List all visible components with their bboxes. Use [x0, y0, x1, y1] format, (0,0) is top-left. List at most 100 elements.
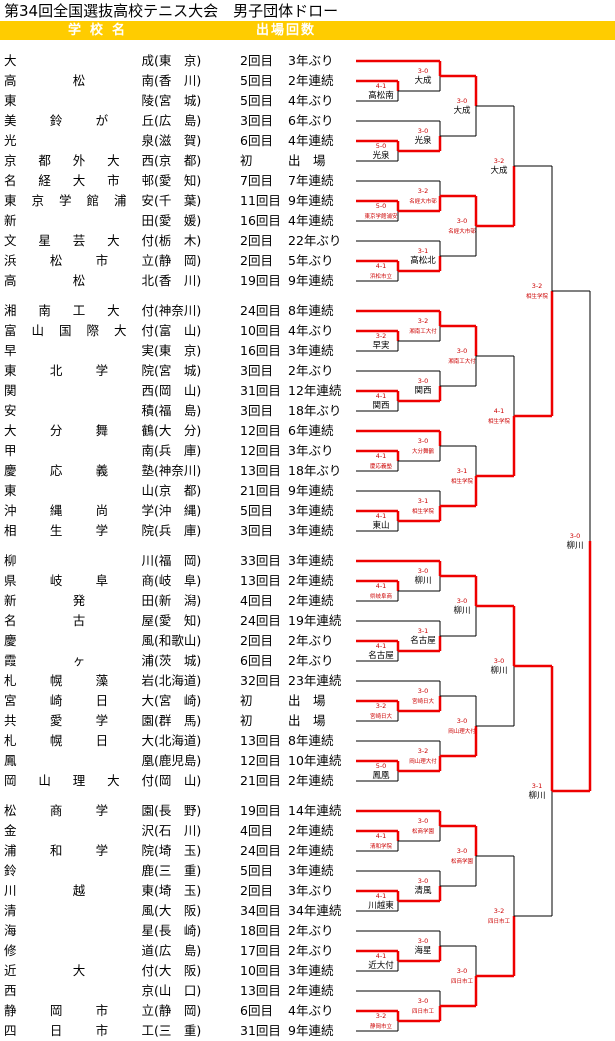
match-score: 3-2 — [494, 157, 505, 165]
appearance-count: 4回目 — [240, 593, 273, 608]
appearance-status: 4年連続 — [288, 213, 334, 228]
match-winner: 関西 — [372, 401, 389, 411]
table-header: 学校名 出場回数 — [0, 21, 615, 40]
school-prefecture: (岡 山) — [154, 383, 202, 398]
appearance-count: 3回目 — [240, 403, 273, 418]
appearance-status: 3年ぶり — [288, 443, 334, 458]
header-appearances: 出場回数 — [256, 23, 317, 38]
match-score: 5-0 — [376, 202, 387, 210]
match-winner: 光泉 — [414, 135, 432, 146]
school-name: 名経大市邨 — [4, 173, 154, 188]
list-item: 共愛学園(群 馬)初出 場 — [0, 711, 360, 731]
school-prefecture: (茨 城) — [154, 653, 202, 668]
match-score: 3-0 — [418, 937, 429, 945]
school-prefecture: (長 野) — [154, 803, 202, 818]
school-prefecture: (大 分) — [154, 423, 202, 438]
appearance-count: 5回目 — [240, 93, 273, 108]
match-winner: 四日市工 — [412, 1007, 435, 1015]
appearance-count: 6回目 — [240, 133, 273, 148]
school-prefecture: (福 島) — [154, 403, 202, 418]
match-score: 3-1 — [457, 467, 468, 475]
match-score: 5-0 — [376, 142, 387, 150]
match-winner: 早実 — [372, 340, 390, 351]
match-score: 3-0 — [418, 377, 429, 385]
match-winner: 岡山理大付 — [448, 727, 476, 735]
match-score: 3-2 — [418, 187, 429, 195]
match-winner: 宮崎日大 — [370, 712, 393, 720]
school-prefecture: (宮 城) — [154, 93, 202, 108]
match-score: 3-0 — [418, 997, 429, 1005]
match-winner: 湘南工大付 — [409, 327, 437, 335]
match-score: 5-0 — [376, 762, 387, 770]
match-winner: 大分舞鶴 — [412, 447, 435, 455]
school-prefecture: (北海道) — [154, 673, 202, 688]
match-score: 3-0 — [418, 877, 429, 885]
appearance-status: 2年連続 — [288, 773, 334, 788]
match-winner: 柳川 — [453, 605, 470, 616]
appearance-status: 14年連続 — [288, 803, 342, 818]
match-score: 4-1 — [376, 892, 387, 900]
appearance-count: 19回目 — [240, 803, 281, 818]
appearance-status: 6年ぶり — [288, 113, 334, 128]
match-winner: 相生学院 — [451, 477, 474, 485]
match-winner: 相生学院 — [488, 417, 511, 425]
school-prefecture: (長 崎) — [154, 923, 202, 938]
appearance-status: 3年連続 — [288, 523, 334, 538]
match-winner: 柳川 — [566, 540, 583, 551]
match-winner: 静岡市立 — [370, 1022, 393, 1030]
appearance-status: 3年連続 — [288, 503, 334, 518]
appearance-count: 31回目 — [240, 1023, 281, 1038]
appearance-count: 11回目 — [240, 193, 281, 208]
match-winner: 東山 — [372, 520, 389, 531]
school-name: 光泉 — [4, 133, 154, 148]
appearance-status: 4年連続 — [288, 133, 334, 148]
school-prefecture: (大 阪) — [154, 963, 202, 978]
match-score: 3-2 — [376, 702, 387, 710]
match-score: 3-0 — [418, 437, 429, 445]
appearance-count: 18回目 — [240, 923, 281, 938]
page-title: 第34回全国選抜高校テニス大会 男子団体ドロー — [4, 2, 339, 20]
match-score: 3-0 — [418, 67, 429, 75]
match-winner: 四日市工 — [488, 917, 511, 925]
school-name: 宮崎日大 — [4, 693, 154, 708]
match-score: 3-0 — [457, 597, 468, 605]
match-winner: 柳川 — [490, 665, 507, 676]
match-winner: 湘南工大付 — [448, 357, 476, 365]
appearance-status: 7年連続 — [288, 173, 334, 188]
appearance-status: 22年ぶり — [288, 233, 342, 248]
school-prefecture: (群 馬) — [154, 713, 202, 728]
appearance-status: 2年連続 — [288, 73, 334, 88]
appearance-count: 2回目 — [240, 233, 273, 248]
appearance-status: 2年ぶり — [288, 633, 334, 648]
appearance-status: 2年連続 — [288, 573, 334, 588]
school-name: 関西 — [4, 383, 154, 398]
appearance-status: 4年ぶり — [288, 323, 334, 338]
match-score: 3-0 — [418, 817, 429, 825]
school-name: 富山国際大付 — [4, 323, 154, 338]
match-score: 3-0 — [418, 567, 429, 575]
appearance-status: 9年連続 — [288, 193, 334, 208]
appearance-status: 8年連続 — [288, 733, 334, 748]
match-score: 4-1 — [376, 262, 387, 270]
match-score: 4-1 — [376, 952, 387, 960]
school-name: 岡山理大付 — [4, 773, 154, 788]
match-score: 3-0 — [418, 127, 429, 135]
match-winner: 近大付 — [368, 960, 394, 971]
appearance-count: 10回目 — [240, 963, 281, 978]
school-name: 共愛学園 — [4, 713, 154, 728]
school-prefecture: (広 島) — [154, 943, 202, 958]
match-winner: 清風 — [414, 885, 432, 896]
appearance-count: 2回目 — [240, 633, 273, 648]
match-score: 3-2 — [494, 907, 505, 915]
appearance-count: 13回目 — [240, 463, 281, 478]
